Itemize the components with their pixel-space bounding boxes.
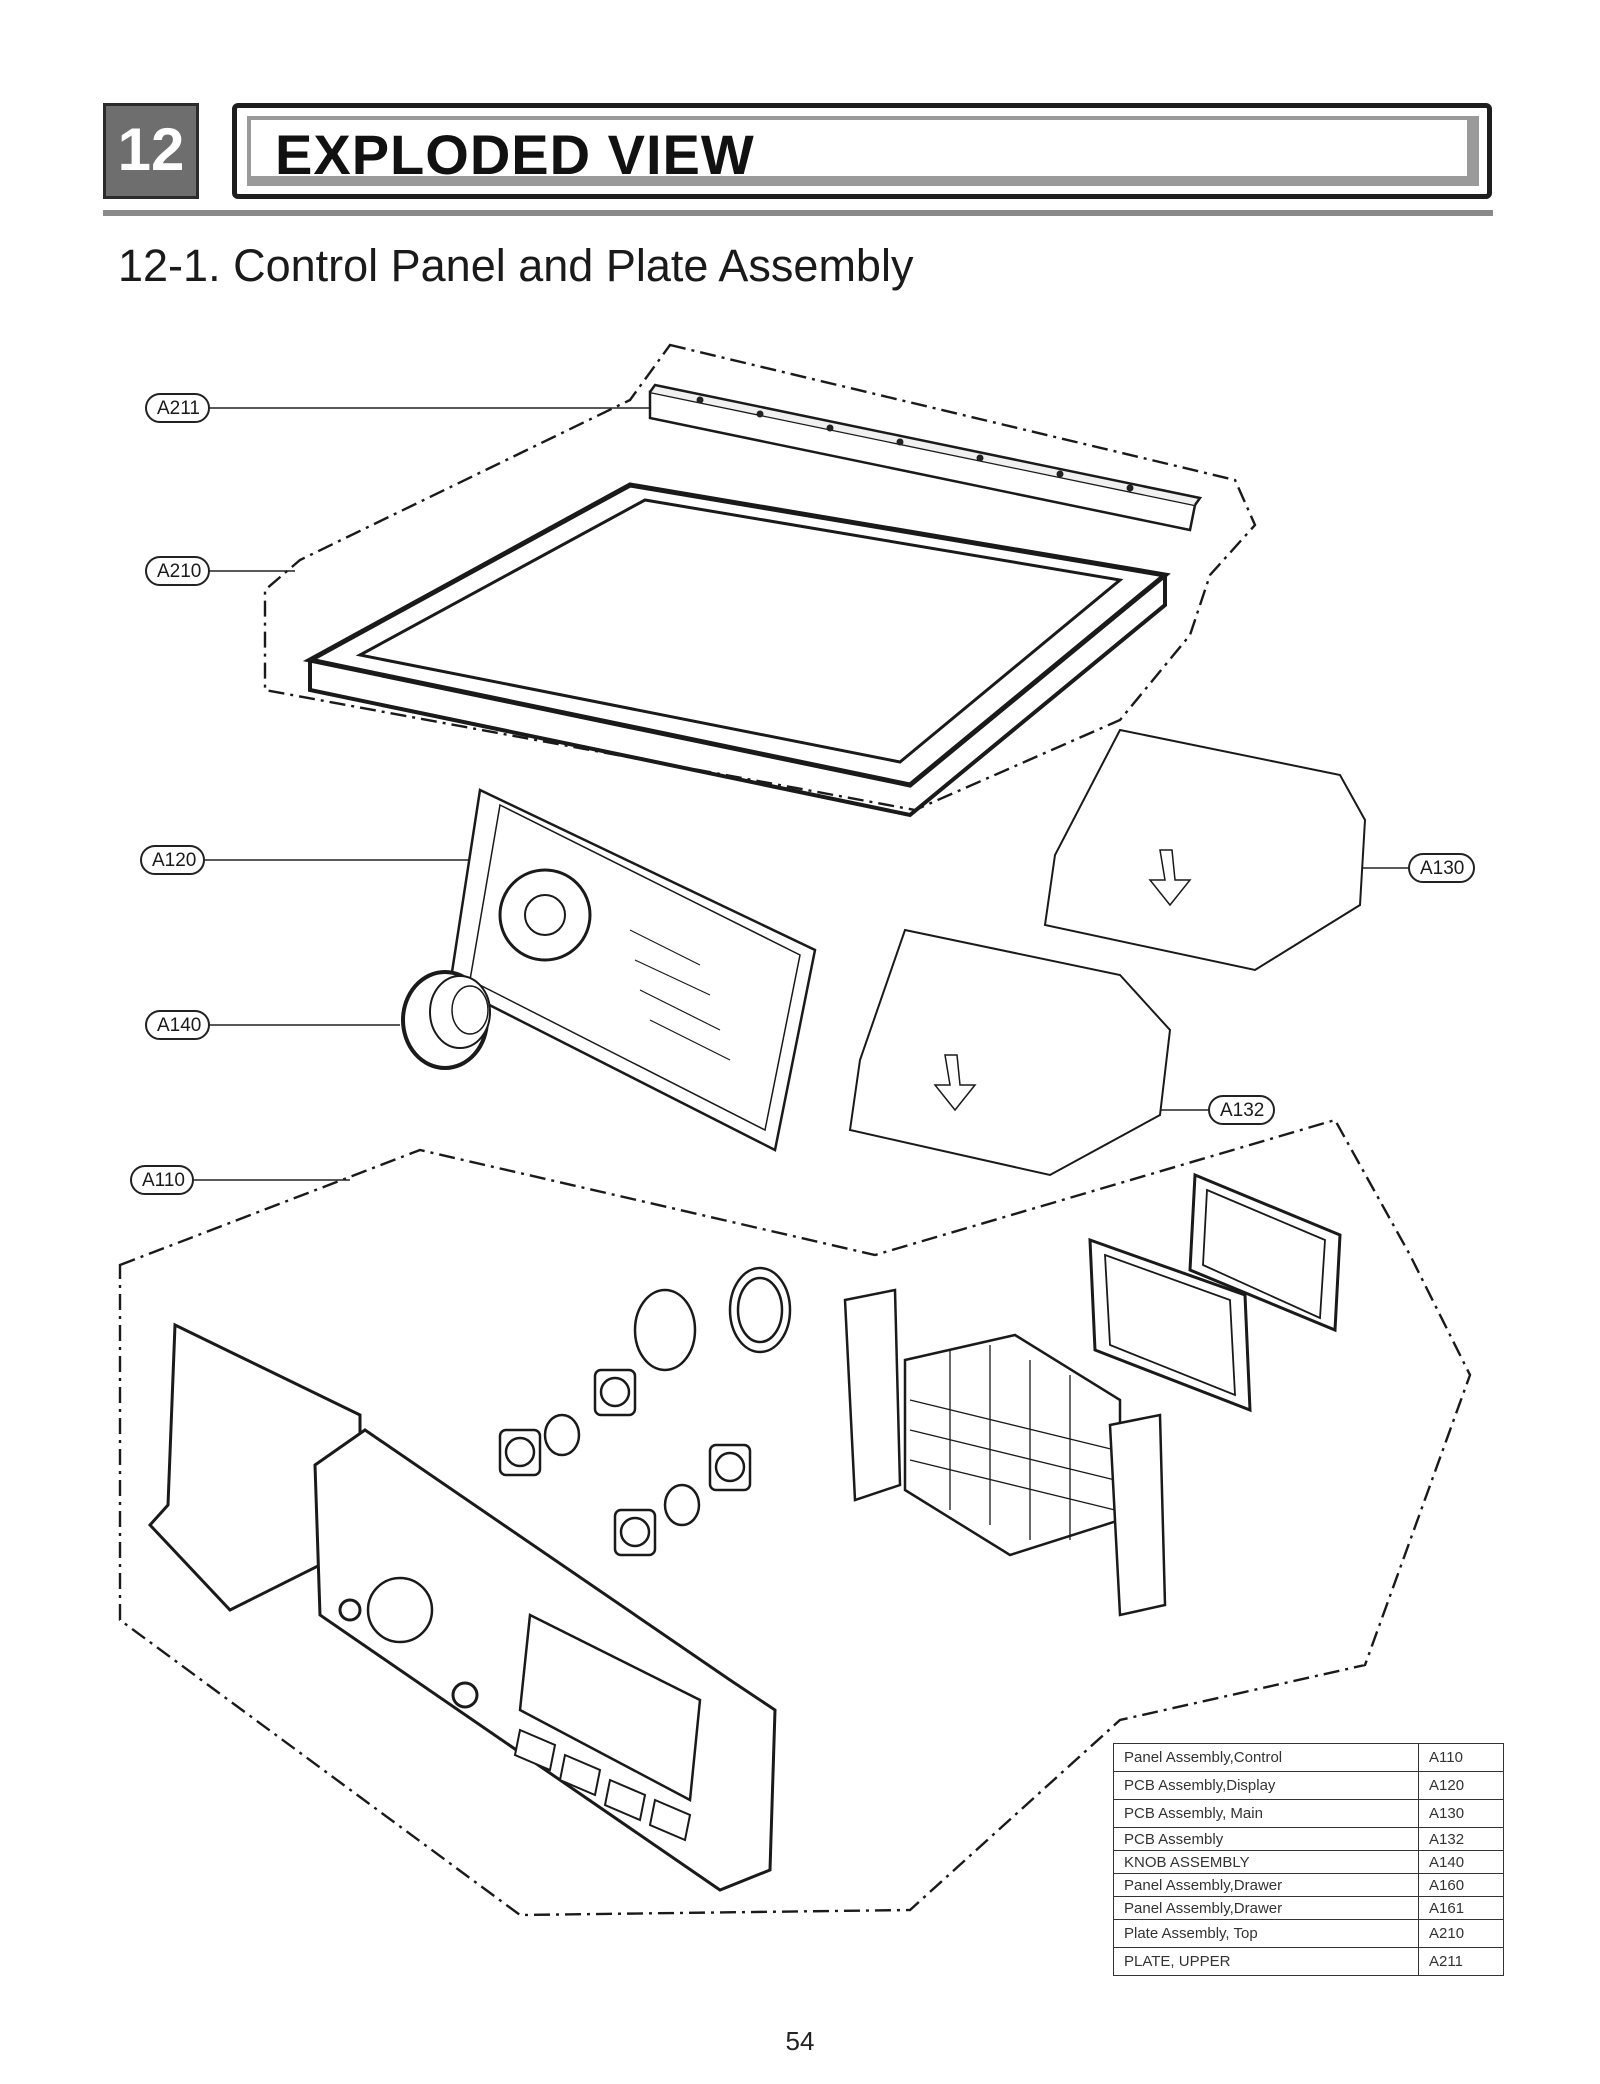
button-parts bbox=[498, 1266, 792, 1557]
part-name: KNOB ASSEMBLY bbox=[1113, 1850, 1419, 1874]
callout-a211: A211 bbox=[145, 393, 210, 423]
part-code: A132 bbox=[1418, 1827, 1504, 1851]
control-panel-fascia bbox=[147, 1322, 777, 1892]
part-name: PCB Assembly,Display bbox=[1113, 1771, 1419, 1800]
part-name: Panel Assembly,Drawer bbox=[1113, 1896, 1419, 1920]
part-code: A120 bbox=[1418, 1771, 1504, 1800]
part-code: A160 bbox=[1418, 1873, 1504, 1897]
callout-a132: A132 bbox=[1208, 1095, 1275, 1125]
display-pcb bbox=[448, 788, 817, 1152]
part-code: A161 bbox=[1418, 1896, 1504, 1920]
part-name: PLATE, UPPER bbox=[1113, 1947, 1419, 1976]
part-name: Plate Assembly, Top bbox=[1113, 1919, 1419, 1948]
part-code: A130 bbox=[1418, 1799, 1504, 1828]
title-bar-inner-frame bbox=[247, 116, 1479, 186]
part-code: A140 bbox=[1418, 1850, 1504, 1874]
part-name: PCB Assembly, Main bbox=[1113, 1799, 1419, 1828]
callout-a140: A140 bbox=[145, 1010, 210, 1040]
part-code: A211 bbox=[1418, 1947, 1504, 1976]
pcb-box bbox=[848, 928, 1172, 1177]
callout-a210: A210 bbox=[145, 556, 210, 586]
part-code: A210 bbox=[1418, 1919, 1504, 1948]
control-panel-boundary bbox=[118, 1118, 1472, 1917]
top-plate-boundary bbox=[263, 343, 1257, 812]
callout-a120: A120 bbox=[140, 845, 205, 875]
part-name: Panel Assembly,Drawer bbox=[1113, 1873, 1419, 1897]
part-code: A110 bbox=[1418, 1743, 1504, 1772]
drawer-guide-frame bbox=[843, 1288, 1167, 1617]
window-gaskets bbox=[1088, 1172, 1342, 1413]
title-underline-rule bbox=[103, 210, 1493, 216]
upper-plate-rail bbox=[648, 383, 1203, 532]
page-title: EXPLODED VIEW bbox=[275, 123, 755, 186]
knob-assembly bbox=[401, 970, 491, 1070]
section-title-bar: EXPLODED VIEW bbox=[232, 103, 1492, 199]
top-plate-frame bbox=[302, 482, 1171, 818]
main-pcb-box bbox=[1043, 728, 1367, 972]
callout-a110: A110 bbox=[130, 1165, 194, 1195]
callout-a130: A130 bbox=[1408, 853, 1475, 883]
section-subtitle: 12-1. Control Panel and Plate Assembly bbox=[118, 240, 914, 291]
chapter-number-badge: 12 bbox=[103, 103, 199, 199]
page-number: 54 bbox=[785, 2026, 815, 2056]
part-name: PCB Assembly bbox=[1113, 1827, 1419, 1851]
part-name: Panel Assembly,Control bbox=[1113, 1743, 1419, 1772]
